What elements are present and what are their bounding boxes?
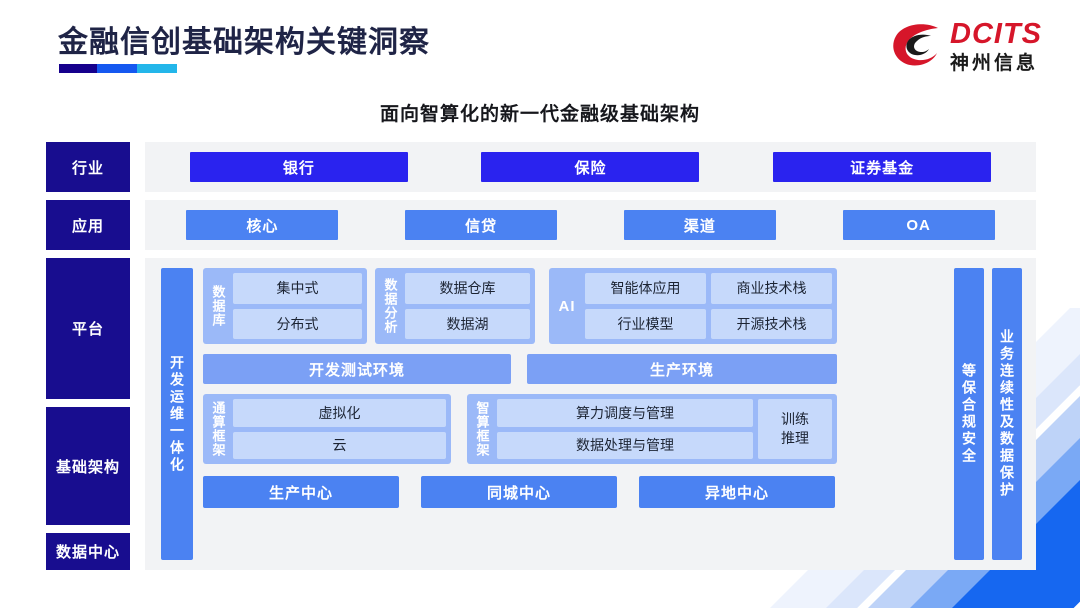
da-chip-data-warehouse[interactable]: 数据仓库: [405, 273, 530, 304]
application-chip-oa[interactable]: OA: [842, 210, 995, 240]
business-continuity-vertical-bar[interactable]: 业务连续性及数据保护: [992, 268, 1022, 560]
rule-segment-cyan: [137, 64, 177, 73]
gen-chip-virtualization[interactable]: 虚拟化: [233, 399, 446, 427]
diagram-subtitle: 面向智算化的新一代金融级基础架构: [379, 104, 700, 125]
db-chip-centralized[interactable]: 集中式: [233, 273, 362, 304]
inference-label: 推理: [781, 430, 809, 446]
page-header: 金融信创基础架构关键洞察 DCITS 神州信息: [0, 0, 1080, 92]
group-data-analysis-items: 数据仓库 数据湖: [405, 273, 530, 339]
group-database: 数据库 集中式 分布式: [203, 268, 367, 344]
group-database-items: 集中式 分布式: [233, 273, 362, 339]
rule-segment-navy: [59, 64, 97, 73]
group-ai: AI 智能体应用 商业技术栈 行业模型 开源技术栈: [549, 268, 837, 344]
datacenter-row: 生产中心 同城中心 异地中心: [203, 476, 837, 508]
industry-chip-securities-fund[interactable]: 证券基金: [773, 152, 992, 182]
industry-chip-row: 银行 保险 证券基金: [145, 142, 1036, 192]
ai-chip-industry-model[interactable]: 行业模型: [585, 308, 706, 339]
group-general-compute: 通算框架 虚拟化 云: [203, 394, 451, 464]
group-intelligent-compute-items: 算力调度与管理 数据处理与管理: [497, 399, 753, 459]
ai-chip-commercial-stack[interactable]: 商业技术栈: [711, 273, 832, 304]
group-ai-label: AI: [558, 297, 576, 315]
ai-chip-agent-application[interactable]: 智能体应用: [585, 273, 706, 304]
group-general-compute-items: 虚拟化 云: [233, 399, 446, 459]
application-chip-channel[interactable]: 渠道: [623, 210, 776, 240]
gen-chip-cloud[interactable]: 云: [233, 431, 446, 459]
group-intelligent-compute: 智算框架 算力调度与管理 数据处理与管理 训练 推理: [467, 394, 837, 464]
group-intelligent-compute-label: 智算框架: [474, 401, 490, 457]
ic-chip-data-processing[interactable]: 数据处理与管理: [497, 431, 753, 459]
industry-chip-bank[interactable]: 银行: [189, 152, 408, 182]
platform-inner-area: 数据库 集中式 分布式 数据分析 数据仓库 数据湖 AI 智能体应用: [203, 268, 942, 560]
db-chip-distributed[interactable]: 分布式: [233, 308, 362, 339]
brand-logo: DCITS 神州信息: [891, 20, 1042, 73]
layer-label-platform[interactable]: 平台: [46, 258, 130, 399]
application-panel: 核心 信贷 渠道 OA: [145, 200, 1036, 250]
layer-label-column: 行业 应用 平台 基础架构 数据中心: [46, 142, 130, 570]
layer-label-infrastructure[interactable]: 基础架构: [46, 407, 130, 525]
group-data-analysis-label: 数据分析: [382, 278, 398, 334]
dc-chip-metro-center[interactable]: 同城中心: [421, 476, 617, 508]
platform-infrastructure-panel: 开发运维一体化 等保合规安全 业务连续性及数据保护 数据库 集中式 分布式 数据…: [145, 258, 1036, 570]
dc-chip-remote-center[interactable]: 异地中心: [639, 476, 835, 508]
layer-label-application[interactable]: 应用: [46, 200, 130, 250]
layer-label-datacenter[interactable]: 数据中心: [46, 533, 130, 570]
environment-row: 开发测试环境 生产环境: [203, 354, 837, 384]
env-chip-production[interactable]: 生产环境: [527, 354, 837, 384]
dc-chip-production-center[interactable]: 生产中心: [203, 476, 399, 508]
rule-segment-blue: [97, 64, 137, 73]
ic-chip-compute-scheduling[interactable]: 算力调度与管理: [497, 399, 753, 427]
group-ai-items: 智能体应用 商业技术栈 行业模型 开源技术栈: [585, 273, 832, 339]
logo-text: DCITS 神州信息: [950, 18, 1042, 74]
title-underline-rule: [59, 64, 177, 73]
ic-chip-train-inference[interactable]: 训练 推理: [758, 399, 832, 459]
env-chip-dev-test[interactable]: 开发测试环境: [203, 354, 511, 384]
compliance-security-vertical-bar[interactable]: 等保合规安全: [954, 268, 984, 560]
logo-english: DCITS: [950, 18, 1042, 50]
application-chip-row: 核心 信贷 渠道 OA: [145, 200, 1036, 250]
devops-vertical-bar[interactable]: 开发运维一体化: [161, 268, 193, 560]
group-data-analysis: 数据分析 数据仓库 数据湖: [375, 268, 535, 344]
ai-chip-opensource-stack[interactable]: 开源技术栈: [711, 308, 832, 339]
page-title: 金融信创基础架构关键洞察: [58, 26, 430, 59]
application-chip-credit[interactable]: 信贷: [405, 210, 558, 240]
dcits-swoosh-icon: [893, 23, 938, 65]
architecture-diagram: 行业 应用 平台 基础架构 数据中心 银行 保险 证券基金 核心 信贷 渠道 O…: [46, 142, 1036, 570]
da-chip-data-lake[interactable]: 数据湖: [405, 308, 530, 339]
group-intelligent-compute-inner: 算力调度与管理 数据处理与管理 训练 推理: [497, 399, 832, 459]
application-chip-core[interactable]: 核心: [186, 210, 339, 240]
logo-chinese: 神州信息: [950, 53, 1039, 74]
industry-panel: 银行 保险 证券基金: [145, 142, 1036, 192]
industry-chip-insurance[interactable]: 保险: [481, 152, 700, 182]
layer-label-industry[interactable]: 行业: [46, 142, 130, 192]
group-database-label: 数据库: [210, 285, 226, 327]
train-label: 训练: [781, 411, 809, 428]
group-general-compute-label: 通算框架: [210, 401, 226, 457]
